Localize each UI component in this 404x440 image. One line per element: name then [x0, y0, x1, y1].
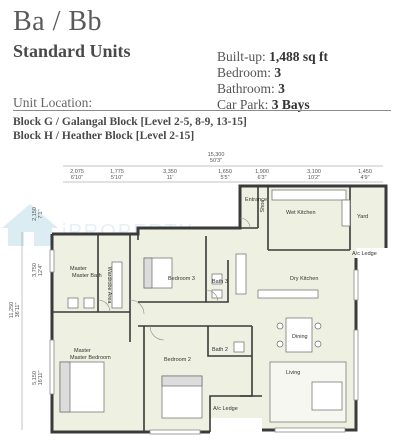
dim-segment-6-mm: 3,100 [307, 169, 321, 175]
spec-label: Car Park: [217, 97, 269, 112]
spec-label: Bathroom: [217, 81, 275, 96]
room-wardrobe-area: Wardrobe Area [106, 267, 112, 305]
dim-left-4-mm: 5,150 [32, 371, 38, 385]
room-ac-ledge-top: A/c Ledge [352, 251, 377, 257]
dim-left-4-ft: 16'11" [38, 371, 44, 386]
dim-segment-6-ft: 10'2" [308, 175, 320, 181]
dim-segment-4-ft: 5'5" [220, 175, 229, 181]
room-bath-3: Bath 3 [212, 279, 228, 285]
spec-bedroom: Bedroom: 3 [217, 65, 281, 81]
spec-built-up: Built-up: 1,488 sq ft [217, 49, 328, 65]
dim-segment-3-ft: 11' [167, 175, 174, 181]
spec-value: 3 [278, 81, 285, 96]
dim-segment-1-mm: 2,075 [70, 169, 84, 175]
windows [49, 249, 359, 435]
furniture [59, 189, 351, 423]
dim-left-2-ft: 12'4" [38, 264, 44, 276]
room-wet-kitchen: Wet Kitchen [286, 210, 316, 216]
dim-left-3-mm: 11,250 [9, 302, 15, 318]
block-g-location: Block G / Galangal Block [Level 2-5, 8-9… [13, 116, 247, 128]
dim-segment-7-ft: 4'9" [360, 175, 369, 181]
room-yard: Yard [357, 214, 368, 220]
room-ac-ledge-bottom: A/c Ledge [213, 406, 238, 412]
dim-segment-1-ft: 6'10" [71, 175, 83, 181]
dim-segment-5-ft: 6'3" [257, 175, 266, 181]
room-master-bedroom: Master Bedroom [70, 355, 111, 361]
dim-left-2-mm: 3,750 [32, 263, 38, 277]
spec-car-park: Car Park: 3 Bays [217, 97, 310, 113]
room-dining: Dining [292, 334, 308, 340]
unit-type-title: Ba / Bb [13, 6, 103, 37]
room-bedroom-2: Bedroom 2 [164, 357, 191, 363]
header-divider [13, 110, 391, 111]
door-swings [97, 217, 251, 341]
overall-width-mm: 15,300 [208, 152, 225, 158]
interior-walls [52, 186, 351, 432]
room-living: Living [286, 370, 300, 376]
room-master-bath: Master Bath [72, 273, 102, 279]
unit-category-subtitle: Standard Units [13, 41, 131, 61]
dim-segment-2-mm: 1,775 [110, 169, 124, 175]
spec-value: 3 [274, 65, 282, 80]
room-bath-2: Bath 2 [212, 347, 228, 353]
unit-location-label: Unit Location: [13, 95, 93, 110]
spec-value: 3 Bays [271, 97, 310, 112]
room-entrance: Entrance [245, 197, 267, 203]
dim-segment-5-mm: 1,900 [255, 169, 269, 175]
room-master-bedroom-line1: Master [74, 348, 91, 354]
dim-segment-3-mm: 3,350 [163, 169, 177, 175]
dim-segment-2-ft: 5'10" [111, 175, 123, 181]
block-h-location: Block H / Heather Block [Level 2-15] [13, 130, 195, 142]
spec-value: 1,488 sq ft [269, 49, 329, 64]
dim-left-3-ft: 36'11" [15, 303, 21, 318]
overall-width-ft: 50'3" [210, 158, 222, 164]
room-master-bath-line1: Master [70, 266, 87, 272]
spec-label: Built-up: [217, 49, 266, 64]
room-bedroom-3: Bedroom 3 [168, 276, 195, 282]
dim-segment-7-mm: 1,450 [358, 169, 372, 175]
spec-bathroom: Bathroom: 3 [217, 81, 285, 97]
room-dry-kitchen: Dry Kitchen [290, 276, 318, 282]
room-shoe: Shoe [260, 200, 266, 213]
floor-plan: iPROPERTY 15,300 50'3" 2,075 6'10" 1,775… [2, 152, 388, 435]
dim-segment-4-mm: 1,650 [218, 169, 232, 175]
dim-left-1-mm: 2,150 [32, 207, 38, 221]
spec-label: Bedroom: [217, 65, 271, 80]
dim-left-1-ft: 7'1" [38, 209, 44, 218]
